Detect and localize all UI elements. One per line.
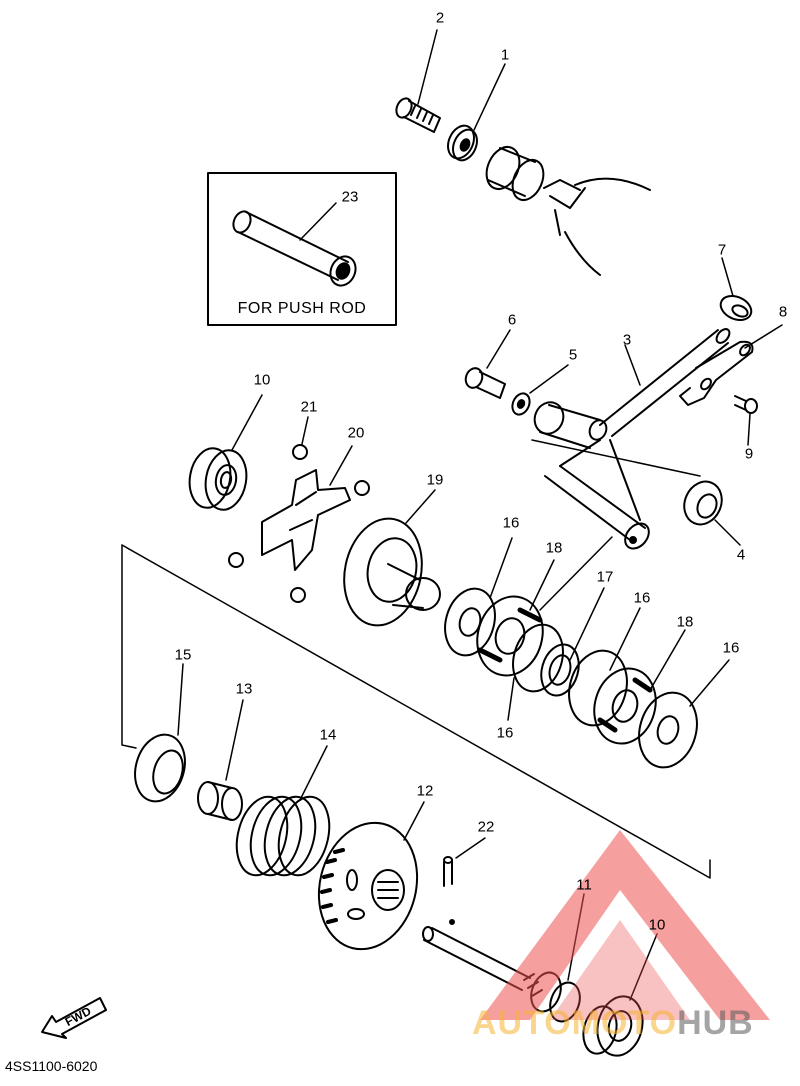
part-17-spring-seat [540,643,580,697]
part-label-21: 21 [300,398,318,416]
diagram-code: 4SS1100-6020 [5,1058,98,1074]
part-label-22: 22 [477,818,495,836]
part-label-18-b: 18 [676,613,694,631]
part-16-washer-b [512,623,564,693]
part-label-5: 5 [568,346,578,364]
part-label-16-c: 16 [633,589,651,607]
part-label-14: 14 [319,726,337,744]
part-16-washer-d [638,691,698,769]
part-label-23: 23 [341,188,359,206]
part-19-governor-flange [343,517,441,627]
part-5-washer [511,392,531,416]
part-13-collar [197,781,243,821]
part-label-2: 2 [435,9,445,27]
part-label-4: 4 [736,546,746,564]
part-label-6: 6 [507,311,517,329]
part-label-16-a: 16 [502,514,520,532]
part-label-16-d: 16 [722,639,740,657]
part-label-1: 1 [500,46,510,64]
lever-bracket [533,401,608,449]
watermark-text-part2: HUB [677,1004,754,1042]
part-7-collar [719,295,753,321]
inset-box [207,172,397,326]
part-18-plate-a [476,595,544,677]
part-label-18-a: 18 [545,539,563,557]
part-label-10-upper: 10 [253,371,271,389]
part-20-governor [261,469,351,571]
part-14-spring [235,795,331,877]
part-16-washer-c [568,649,628,727]
part-12-gear [317,821,419,951]
part-label-15: 15 [174,646,192,664]
part-21-balls [228,444,370,603]
part-10-bearing-upper [188,447,248,511]
part-label-16-b: 16 [496,724,514,742]
part-1-washer [447,124,478,162]
part-label-8: 8 [778,303,788,321]
part-6-bolt [464,367,506,399]
part-16-washer-a [444,587,496,657]
part-label-10-lower: 10 [648,916,666,934]
part-label-19: 19 [426,471,444,489]
part-label-20: 20 [347,424,365,442]
part-label-17: 17 [596,568,614,586]
fwd-arrow-icon: FWD [41,997,107,1039]
part-9-screw [734,395,758,414]
part-15-oil-seal [134,733,186,803]
watermark-text-part1: AUTOMOTO [472,1004,678,1042]
part-3-lever-shaft [544,328,731,550]
part-label-11: 11 [576,876,592,894]
part-label-3: 3 [622,331,632,349]
part-2-bolt [395,97,441,133]
part-label-12: 12 [416,782,434,800]
part-label-7: 7 [717,241,727,259]
watermark-text: AUTOMOTOHUB [472,1004,754,1043]
part-23-push-rod-bushing [232,210,357,287]
part-label-9: 9 [744,445,754,463]
starter-motor-reference [485,145,651,276]
part-4-bearing [683,480,723,526]
part-22-pin [443,856,453,887]
part-18-plate-b [593,667,657,745]
inset-caption: FOR PUSH ROD [237,300,367,317]
part-label-13: 13 [235,680,253,698]
